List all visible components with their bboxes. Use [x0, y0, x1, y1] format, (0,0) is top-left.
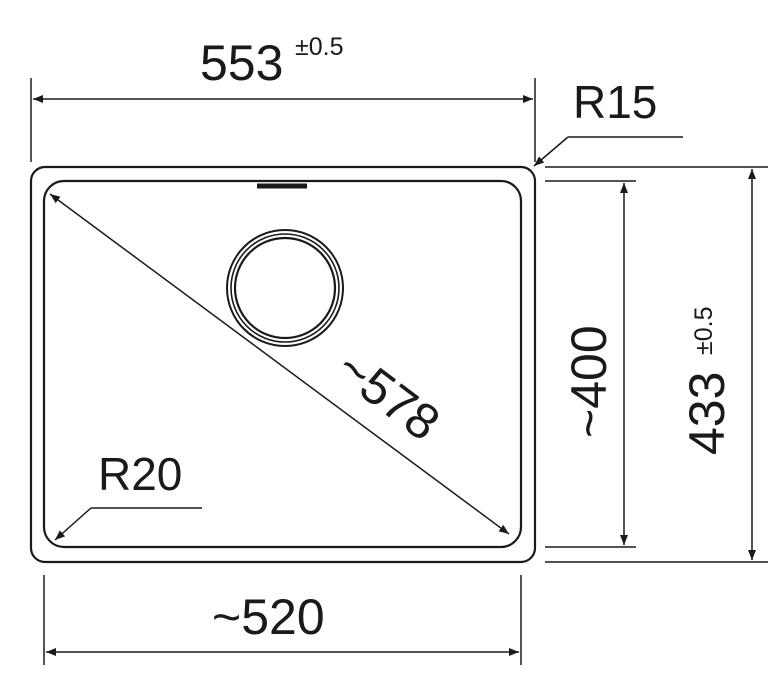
- outer-width-label: 553: [200, 35, 283, 91]
- outer-width-tolerance: ±0.5: [295, 33, 343, 61]
- outer-height-label: 433: [679, 372, 735, 455]
- outer-height-tolerance: ±0.5: [690, 307, 718, 355]
- sink-inner-bowl: [42, 179, 523, 549]
- outer-radius-leader-arrow: [533, 136, 569, 167]
- inner-radius-leader-arrow: [54, 507, 92, 541]
- outer-width-value: 553: [200, 35, 283, 91]
- outer-radius-label: R15: [573, 76, 657, 128]
- diagonal-label: ~578: [326, 339, 450, 452]
- drain-icon: [226, 229, 344, 347]
- sink-outer-outline: [29, 165, 537, 564]
- inner-width-label: ~520: [212, 589, 325, 645]
- inner-height-label: ~400: [561, 325, 617, 438]
- inner-radius-label: R20: [98, 448, 182, 500]
- diagonal-dimension-line: [49, 193, 510, 535]
